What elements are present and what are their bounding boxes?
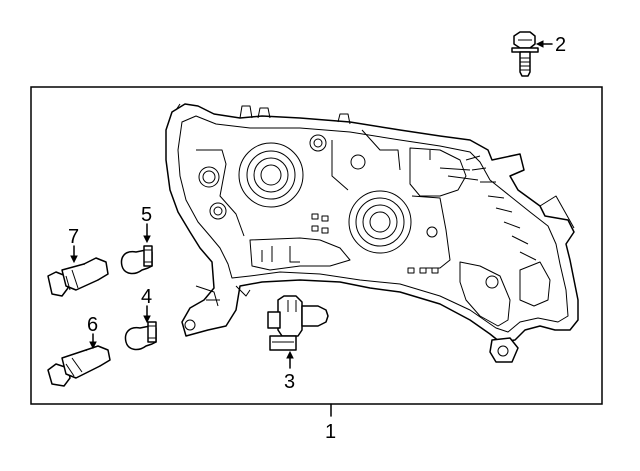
callout-1: 1 — [325, 421, 336, 443]
part-6-bulb-socket[interactable] — [47, 345, 111, 387]
part-2-bolt[interactable] — [511, 31, 539, 77]
leader-2 — [535, 40, 553, 48]
callout-4: 4 — [141, 286, 152, 308]
part-3-headlamp-bulb[interactable] — [267, 295, 329, 351]
leader-5 — [143, 223, 151, 244]
part-5-bulb[interactable] — [120, 245, 153, 275]
leader-4 — [143, 305, 151, 324]
callout-6: 6 — [87, 314, 98, 336]
callout-5: 5 — [141, 204, 152, 226]
leader-3 — [286, 350, 294, 369]
leader-6 — [89, 333, 97, 350]
part-1-headlamp-housing[interactable] — [165, 103, 579, 363]
callout-3: 3 — [284, 371, 295, 393]
part-4-bulb[interactable] — [124, 321, 157, 351]
part-7-bulb-socket[interactable] — [47, 257, 109, 297]
callout-2: 2 — [555, 34, 566, 56]
callout-7: 7 — [68, 226, 79, 248]
assembly-frame — [30, 86, 603, 405]
leader-7 — [70, 245, 78, 264]
